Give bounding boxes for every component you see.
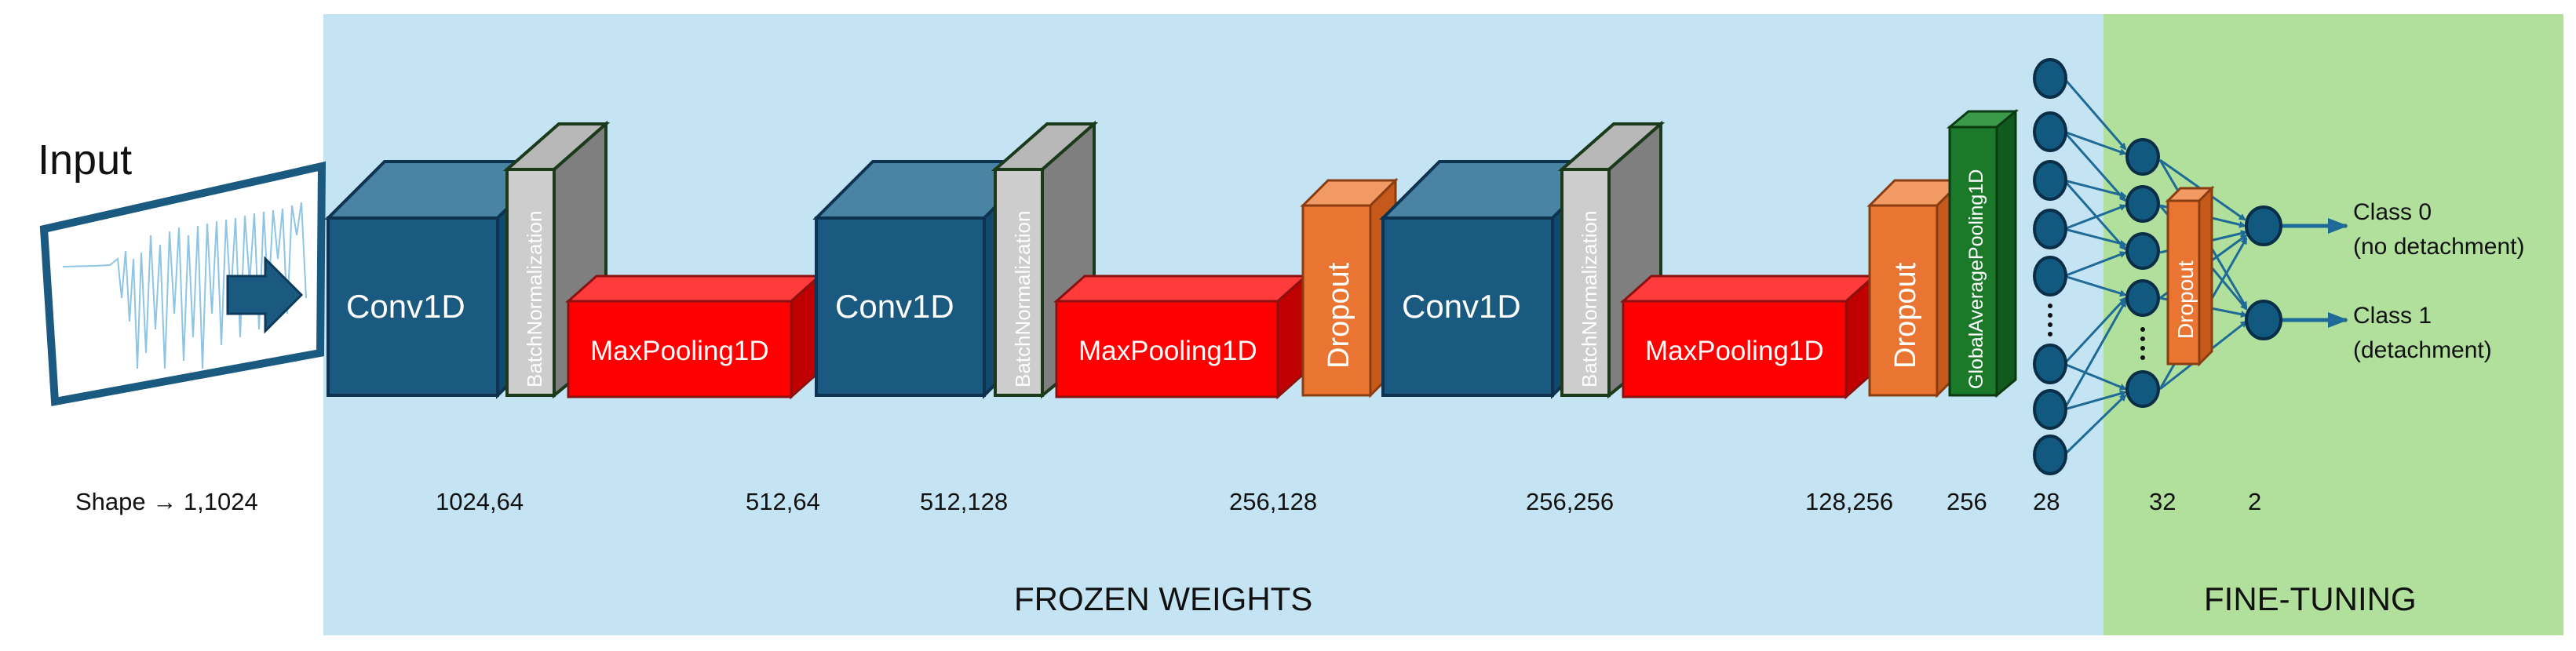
- gap-label: GlobalAveragePooling1D: [1965, 169, 1987, 389]
- global-average-pooling-block: GlobalAveragePooling1D: [1946, 108, 2020, 398]
- neuron: [2033, 389, 2067, 430]
- shape-label: 256,128: [1229, 488, 1317, 515]
- neuron: [2125, 185, 2160, 223]
- input-signal-image: [39, 161, 327, 406]
- class0-title: Class 0: [2353, 199, 2432, 225]
- dense-connections: [2063, 78, 2348, 456]
- class1-desc: (detachment): [2353, 337, 2492, 363]
- ellipsis-dots-col1: [2048, 304, 2052, 336]
- neuron: [2033, 256, 2067, 296]
- neuron: [2033, 435, 2067, 475]
- output-layer: [2245, 205, 2282, 340]
- shape-label: 512,64: [746, 488, 820, 515]
- input-title: Input: [38, 136, 132, 184]
- shape-label: 128,256: [1805, 488, 1893, 515]
- neuron: [2125, 232, 2160, 270]
- input-arrow-icon: [226, 256, 304, 334]
- neuron: [2033, 209, 2067, 249]
- shape-label: 1024,64: [436, 488, 524, 515]
- output-neuron-class-1: [2245, 300, 2282, 340]
- conv1-label: Conv1D: [346, 288, 465, 325]
- neuron: [2033, 160, 2067, 201]
- pool2-label: MaxPooling1D: [1078, 336, 1257, 366]
- maxpool-block-2: MaxPooling1D: [1053, 273, 1309, 400]
- shape-label: 32: [2149, 488, 2176, 515]
- input-shape-label: Shape → 1,1024: [75, 488, 258, 515]
- bn3-label: BatchNormalization: [1578, 211, 1601, 387]
- neuron: [2125, 279, 2160, 317]
- pool1-label: MaxPooling1D: [590, 336, 769, 366]
- neuron: [2125, 138, 2160, 176]
- frozen-weights-label: FROZEN WEIGHTS: [1014, 580, 1312, 617]
- shape-labels: 1024,64 512,64 512,128 256,128 256,256 1…: [436, 488, 2261, 515]
- neuron: [2033, 344, 2067, 384]
- bn1-label: BatchNormalization: [523, 211, 546, 387]
- maxpool-block-1: MaxPooling1D: [565, 273, 823, 400]
- output-neuron-class-0: [2245, 205, 2282, 246]
- fine-tuning-label: FINE-TUNING: [2204, 580, 2417, 617]
- drop3-label: Dropout: [2173, 260, 2198, 339]
- dense-layer-28: [2033, 58, 2067, 475]
- drop2-label: Dropout: [1889, 262, 1922, 369]
- dropout-block-3: Dropout: [2165, 185, 2215, 367]
- dense-layer-32: [2125, 138, 2160, 408]
- class1-title: Class 1: [2353, 303, 2432, 329]
- maxpool-block-3: MaxPooling1D: [1620, 273, 1877, 400]
- shape-label: 2: [2248, 488, 2261, 515]
- neuron: [2033, 58, 2067, 99]
- shape-label: 512,128: [920, 488, 1008, 515]
- dropout-block-1: Dropout: [1300, 177, 1399, 398]
- class0-desc: (no detachment): [2353, 234, 2524, 260]
- shape-label: 256,256: [1526, 488, 1614, 515]
- ellipsis-dots-col2: [2140, 327, 2145, 360]
- neuron: [2033, 111, 2067, 152]
- pool3-label: MaxPooling1D: [1645, 336, 1824, 366]
- drop1-label: Dropout: [1323, 262, 1356, 369]
- dropout-block-2: Dropout: [1866, 177, 1965, 398]
- neuron: [2125, 370, 2160, 408]
- shape-label: 256: [1947, 488, 1987, 515]
- shape-label: 28: [2033, 488, 2060, 515]
- bn2-label: BatchNormalization: [1011, 211, 1034, 387]
- conv3-label: Conv1D: [1402, 288, 1521, 325]
- conv2-label: Conv1D: [835, 288, 954, 325]
